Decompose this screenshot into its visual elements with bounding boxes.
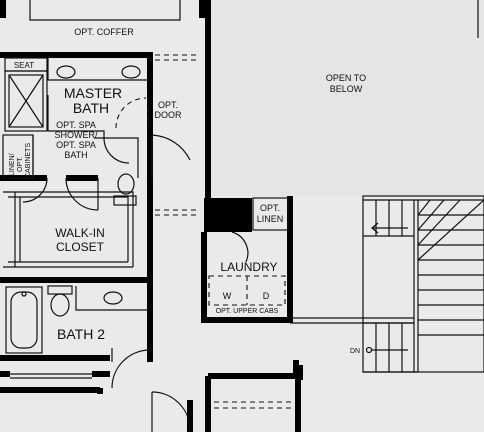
laundry-label: LAUNDRY [220, 260, 277, 274]
opt-door-label-1: OPT. [158, 100, 178, 110]
linen-label-1: LINEN/ [9, 153, 16, 176]
master-bath-label-1: MASTER [64, 85, 122, 101]
spa-label-1: OPT. SPA [56, 120, 96, 130]
dryer-label: D [263, 291, 270, 301]
bath2-label: BATH 2 [57, 326, 105, 342]
seat-label: SEAT [14, 61, 34, 70]
opt-door-label-2: DOOR [155, 110, 183, 120]
opt-linen-label-1: OPT. [260, 203, 280, 213]
upper-cabs-label: OPT. UPPER CABS [216, 308, 279, 315]
walk-in-label-2: CLOSET [56, 240, 105, 254]
master-bath-label-2: BATH [73, 100, 109, 116]
open-below-label-1: OPEN TO [326, 73, 366, 83]
walk-in-label-1: WALK-IN [55, 226, 105, 240]
opt-linen-label-2: LINEN [257, 214, 284, 224]
opt-coffer-label: OPT. COFFER [74, 27, 134, 37]
open-below-label-2: BELOW [330, 84, 363, 94]
spa-label-2: SHOWER/ [54, 130, 98, 140]
down-label: DN [350, 348, 360, 355]
spa-label-4: BATH [64, 150, 87, 160]
linen-label-3: CABINETS [25, 143, 32, 178]
open-to-below-area [211, 0, 484, 196]
room-labels: OPT. COFFER SEAT MASTER BATH OPT. DOOR O… [9, 27, 366, 355]
staircase [362, 195, 484, 373]
linen-label-2: OPT. [17, 156, 24, 172]
washer-label: W [223, 291, 232, 301]
spa-label-3: OPT. SPA [56, 140, 96, 150]
